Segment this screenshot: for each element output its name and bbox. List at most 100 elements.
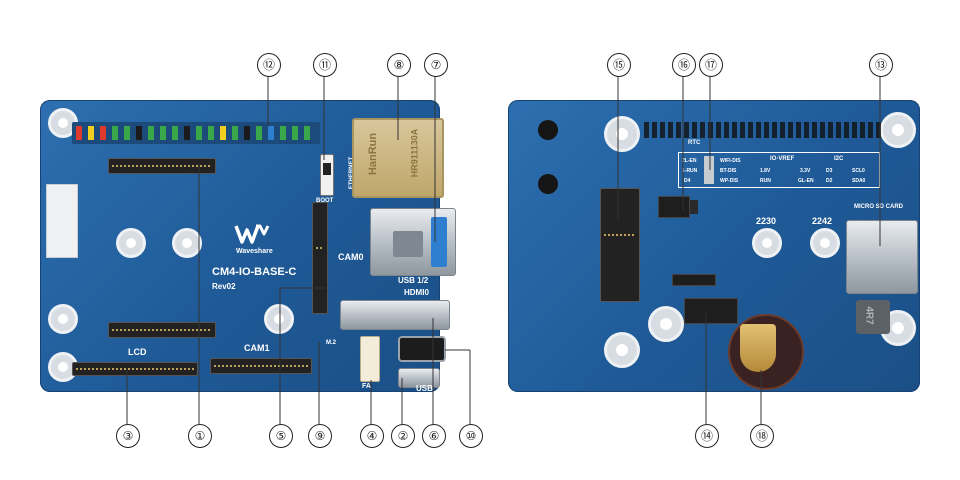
callout-2: ② — [391, 424, 415, 448]
mounting-hole — [752, 228, 782, 258]
callout-13: ⑬ — [869, 53, 893, 77]
i2c-label: I2C — [834, 156, 844, 162]
mounting-hole — [810, 228, 840, 258]
gpio-pin — [220, 126, 226, 140]
rtc-label: RTC — [688, 140, 701, 146]
run-sw-label: 1-RUN — [682, 168, 698, 174]
brand-label: Waveshare — [236, 248, 273, 255]
callout-17: ⑰ — [699, 53, 723, 77]
gpio-pin — [232, 126, 238, 140]
callout-11: ⑪ — [313, 53, 337, 77]
screw — [538, 120, 558, 140]
callout-12: ⑫ — [257, 53, 281, 77]
callout-10: ⑩ — [459, 424, 483, 448]
small-ic — [672, 274, 716, 286]
callout-14: ⑭ — [695, 424, 719, 448]
callout-4: ④ — [360, 424, 384, 448]
gpio-pin — [148, 126, 154, 140]
d2-label: D2 — [826, 178, 833, 184]
mounting-hole — [48, 304, 78, 334]
waveshare-logo — [234, 222, 270, 246]
hdmi0-label: HDMI0 — [404, 288, 429, 297]
mounting-hole — [648, 306, 684, 342]
lcd-label: LCD — [128, 347, 147, 357]
gpio-pin — [196, 126, 202, 140]
v18-label: 1.8V — [760, 168, 771, 174]
power-ic — [658, 196, 690, 218]
screw — [538, 174, 558, 194]
run-label: RUN — [760, 178, 771, 184]
gpio-holes-row — [644, 122, 884, 138]
usb-c-power-port[interactable] — [398, 368, 440, 388]
gpio-pin — [208, 126, 214, 140]
sda0-label: SDA0 — [852, 178, 866, 184]
gpio-pin — [88, 126, 94, 140]
bt-dis-label: BT-DIS — [720, 168, 737, 174]
mounting-hole — [604, 116, 640, 152]
cam0-connector[interactable] — [312, 202, 328, 314]
size-2230-label: 2230 — [756, 216, 777, 226]
v33-label: 3.3V — [800, 168, 811, 174]
callout-5: ⑤ — [269, 424, 293, 448]
io-vref-label: IO-VREF — [770, 156, 795, 162]
rtc-dip-switch[interactable] — [704, 156, 714, 184]
callout-7: ⑦ — [424, 53, 448, 77]
mounting-hole — [264, 304, 294, 334]
rtc-battery-holder[interactable] — [728, 314, 804, 390]
callout-3: ③ — [116, 424, 140, 448]
callout-18: ⑱ — [750, 424, 774, 448]
mounting-hole — [116, 228, 146, 258]
cm4-connector-top — [108, 158, 216, 174]
fan-connector[interactable] — [360, 336, 380, 382]
m2-slot-connector[interactable] — [600, 188, 640, 302]
gpio-pin — [160, 126, 166, 140]
gpio-pin — [184, 126, 190, 140]
usb-label: USB — [416, 384, 433, 393]
d4-label: D4 — [684, 178, 691, 184]
cm4-connector-bottom — [108, 322, 216, 338]
fan-label: FA — [362, 383, 371, 390]
revision-label: Rev02 — [212, 282, 236, 291]
cam0-label: CAM0 — [338, 252, 364, 262]
lcd-connector[interactable] — [72, 362, 198, 376]
microsd-card-slot[interactable] — [846, 220, 918, 294]
microsd-label: MICRO SD CARD — [854, 204, 903, 210]
gpio-pin — [256, 126, 262, 140]
right-board-bottom-view: RTC 2L-EN 1-RUN D4 WIFI-DIS BT-DIS WP-DI… — [508, 100, 920, 392]
gpio-pin — [280, 126, 286, 140]
wifi-dis-label: WIFI-DIS — [720, 158, 741, 164]
size-2242-label: 2242 — [812, 216, 833, 226]
usb-hub-ic — [684, 298, 738, 324]
d3-label: D3 — [826, 168, 833, 174]
callout-16: ⑯ — [672, 53, 696, 77]
callout-9: ⑨ — [308, 424, 332, 448]
scl0-label: SCL0 — [852, 168, 865, 174]
callout-1: ① — [188, 424, 212, 448]
usb-c-black-port[interactable] — [398, 336, 446, 362]
model-label: CM4-IO-BASE-C — [212, 266, 297, 278]
usb-1-2-port[interactable] — [370, 208, 456, 276]
gpio-pin — [112, 126, 118, 140]
gpio-pin — [76, 126, 82, 140]
gpio-pin — [304, 126, 310, 140]
hdmi0-port[interactable] — [340, 300, 450, 330]
gpio-pin — [244, 126, 250, 140]
mounting-hole — [172, 228, 202, 258]
gpio-pin — [100, 126, 106, 140]
callout-15: ⑮ — [607, 53, 631, 77]
callout-8: ⑧ — [387, 53, 411, 77]
gpio-pin — [172, 126, 178, 140]
cam1-connector[interactable] — [210, 358, 312, 374]
left-board-top-view: Waveshare CM4-IO-BASE-C Rev02 LCD CAM1 C… — [40, 100, 456, 393]
cam1-label: CAM1 — [244, 343, 270, 353]
gpio-pin — [268, 126, 274, 140]
m2-label: M.2 — [326, 340, 337, 346]
gpio-header-40pin[interactable] — [72, 122, 320, 144]
inductor: 4R7 — [856, 300, 890, 334]
gl-en-label: GL-EN — [798, 178, 814, 184]
boot-switch[interactable] — [320, 154, 334, 196]
callout-6: ⑥ — [422, 424, 446, 448]
gpio-pin — [292, 126, 298, 140]
usb12-label: USB 1/2 — [398, 276, 429, 285]
